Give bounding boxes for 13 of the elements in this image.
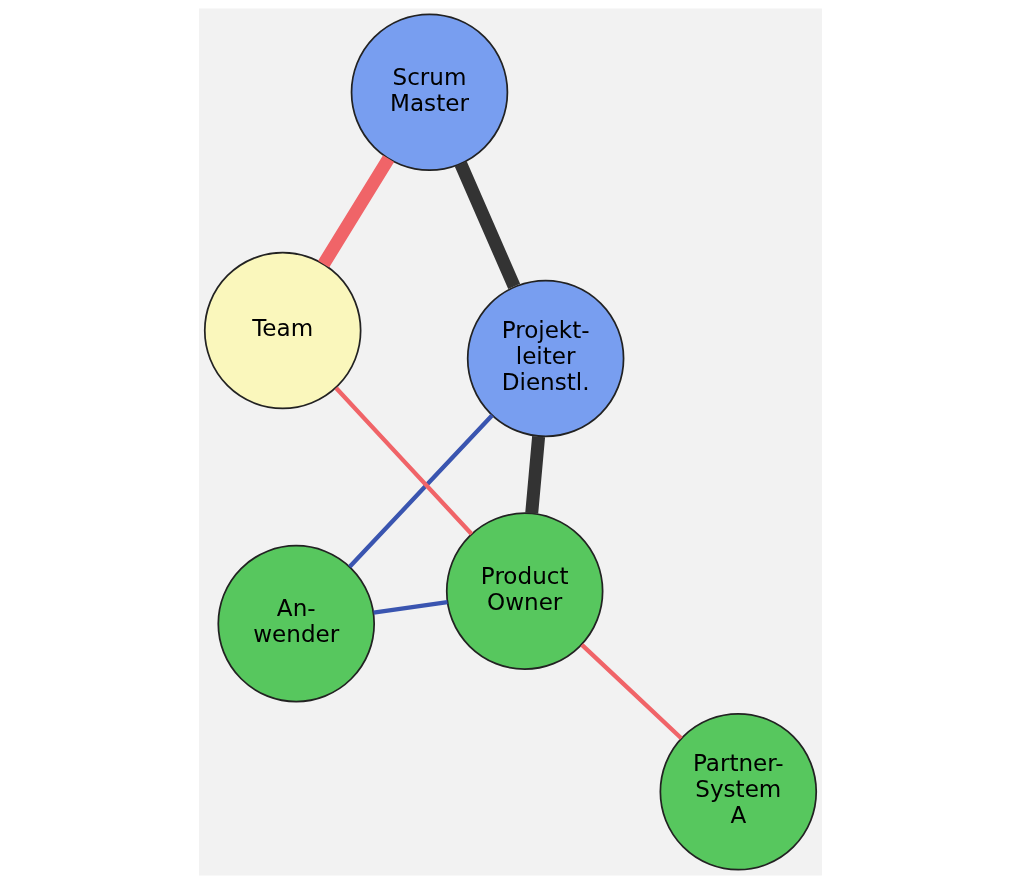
node-circle: Projekt- leiter Dienstl. [466,279,624,438]
node-circle: Team [203,251,361,410]
connector [334,386,473,536]
connector [347,413,494,569]
node-circle: An- wender [216,544,375,703]
connector [317,155,394,268]
node-circle: Scrum Master [350,13,508,172]
node-circle: Product Owner [445,512,603,670]
connector [579,643,683,740]
connector [372,600,448,615]
connector [454,161,520,289]
connector [524,436,545,514]
node-circle: Partner- System A [659,712,817,871]
